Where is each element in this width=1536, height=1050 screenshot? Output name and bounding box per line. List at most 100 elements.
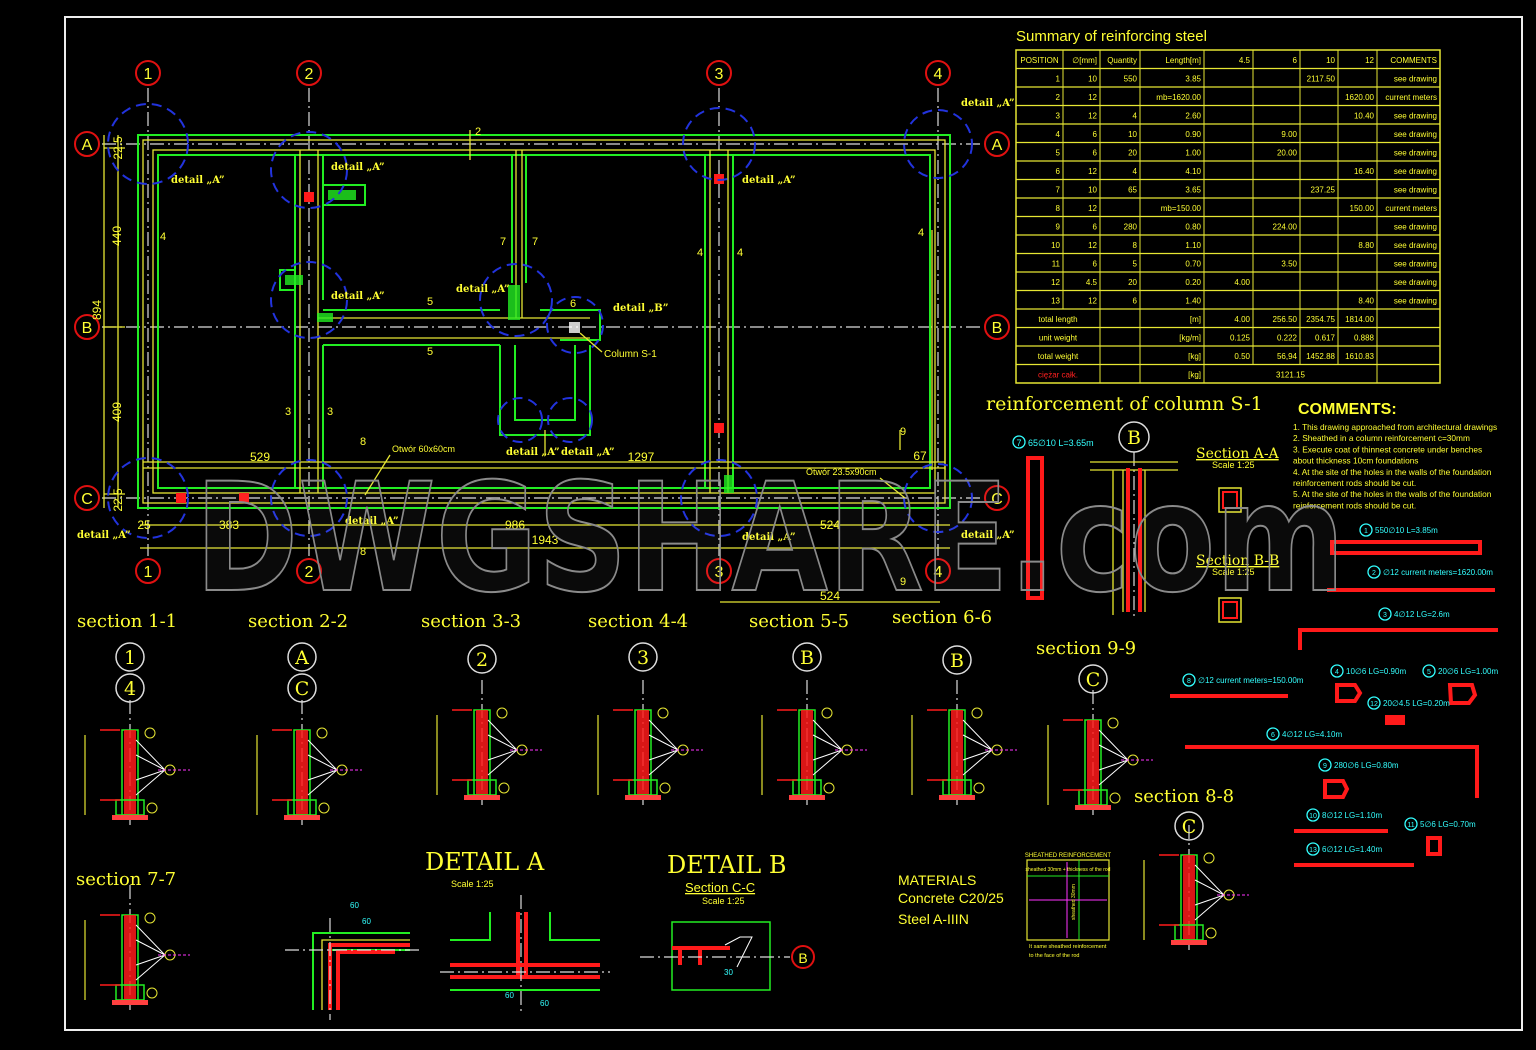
detail-labels: detail „A” detail „A” detail „A” detail … <box>77 98 1015 543</box>
section-title: section 3-3 <box>421 611 521 632</box>
table-cell: 3121.15 <box>1276 371 1305 380</box>
table-cell: see drawing <box>1394 112 1437 121</box>
table-cell: see drawing <box>1394 278 1437 287</box>
table-cell: [kg/m] <box>1179 334 1201 343</box>
section-title: section 6-6 <box>892 607 992 628</box>
table-cell: see drawing <box>1394 75 1437 84</box>
dimension-texts: 22.5 440 894 409 22.5 529 25 383 986 194… <box>90 136 927 603</box>
axis-bubble-3-bottom: 3 <box>706 558 732 584</box>
table-cell: [m] <box>1190 315 1201 324</box>
axis-bubble-4-top: 4 <box>925 60 951 86</box>
table-cell: 4 <box>1133 112 1138 121</box>
sheathed-side: sheathed 30mm <box>1071 884 1077 920</box>
table-cell: 1.10 <box>1185 241 1201 250</box>
table-cell: [kg] <box>1188 352 1201 361</box>
svg-text:A: A <box>992 137 1003 154</box>
svg-text:C: C <box>81 491 93 508</box>
table-cell: 9 <box>1056 223 1061 232</box>
bar-label: 10∅6 LG=0.90m <box>1346 667 1406 676</box>
table-cell: see drawing <box>1394 241 1437 250</box>
comment-line: 3. Execute coat of thinnest concrete und… <box>1293 444 1482 454</box>
table-cell: mb=1620.00 <box>1156 93 1201 102</box>
section-mark: 4 <box>918 227 924 239</box>
table-cell: 224.00 <box>1273 223 1298 232</box>
table-cell: 0.90 <box>1185 130 1201 139</box>
comment-line: 5. At the site of the holes in the walls… <box>1293 489 1492 499</box>
section-mark: 7 <box>500 236 506 248</box>
comment-line: reinforcement rods should be cut. <box>1293 500 1416 510</box>
bar-schedule <box>1170 540 1498 867</box>
table-cell: 4.5 <box>1086 278 1098 287</box>
watermark: DWGSHARE.com <box>195 452 1345 626</box>
table-cell: 8 <box>1133 241 1138 250</box>
table-cell: see drawing <box>1394 149 1437 158</box>
section-mark: 5 <box>427 296 433 308</box>
table-cell: 0.50 <box>1234 352 1250 361</box>
table-cell: 2 <box>1056 93 1061 102</box>
detail-label: detail „B” <box>613 303 669 314</box>
table-cell: 0.888 <box>1354 334 1375 343</box>
sheathed-top: sheathed 30mm + thickness of the rod <box>1026 867 1111 873</box>
table-cell: 12 <box>1365 56 1374 65</box>
bar-position-circle <box>1378 607 1392 621</box>
bar7-label: 65∅10 L=3.65m <box>1028 438 1094 448</box>
detail-a-drawing: 60 60 60 60 <box>285 895 610 1020</box>
materials-title: MATERIALS <box>898 872 976 888</box>
comment-line: reinforcement rods should be cut. <box>1293 478 1416 488</box>
axis-bubble-C-left: C <box>74 485 100 511</box>
axis-bubble-B-left: B <box>74 314 100 340</box>
section-title: section 4-4 <box>588 611 688 632</box>
dim-text: 60 <box>350 901 359 910</box>
section-bb-title: Section B-B <box>1196 553 1279 569</box>
detail-a-scale: Scale 1:25 <box>451 879 494 889</box>
table-cell: 12 <box>1051 278 1060 287</box>
comment-line: 1. This drawing approached from architec… <box>1293 422 1497 432</box>
section-axis-label: A <box>294 647 309 669</box>
table-cell: 10 <box>1326 56 1335 65</box>
detail-circles <box>107 103 973 539</box>
bar-label: 8∅12 LG=1.10m <box>1322 811 1382 820</box>
table-cell: 12 <box>1088 112 1097 121</box>
bar-position-circle <box>1359 523 1373 537</box>
table-cell: 12 <box>1088 167 1097 176</box>
dim-text: 67 <box>913 449 927 463</box>
comments-title: COMMENTS: <box>1298 401 1397 418</box>
bar-label: 280∅6 LG=0.80m <box>1334 761 1399 770</box>
table-cell: 0.617 <box>1315 334 1336 343</box>
detail-b-title: DETAIL B <box>667 851 786 879</box>
bar-label: 550∅10 L=3.85m <box>1375 526 1438 535</box>
section-mark: 5 <box>427 346 433 358</box>
section-axis-bubble <box>115 642 145 672</box>
svg-text:B: B <box>82 320 93 337</box>
section-6: section 6-6B <box>892 607 1018 806</box>
column-s1-marker <box>569 322 580 333</box>
table-cell: 8.80 <box>1358 241 1374 250</box>
dim-text: 1297 <box>628 450 655 464</box>
bar-label: 6∅12 LG=1.40m <box>1322 845 1382 854</box>
table-cell: 20 <box>1128 278 1137 287</box>
table-cell: unit weight <box>1039 334 1078 343</box>
section-axis-bubble <box>792 642 822 672</box>
table-cell: 256.50 <box>1273 315 1298 324</box>
section-3: section 3-32 <box>421 611 543 806</box>
table-cell: 0.222 <box>1277 334 1298 343</box>
table-cell: 20.00 <box>1277 149 1298 158</box>
detail-b-axis: B <box>798 950 807 966</box>
table-cell: current meters <box>1385 204 1437 213</box>
axis-bubble-1-top: 1 <box>135 60 161 86</box>
bar-position-circle <box>1422 664 1436 678</box>
table-cell: 0.80 <box>1185 223 1201 232</box>
table-cell: 6 <box>1293 56 1298 65</box>
table-cell: 6 <box>1056 167 1061 176</box>
section-1: section 1-114 <box>77 611 191 826</box>
svg-text:7: 7 <box>1016 438 1021 448</box>
dim-text: 25 <box>137 518 151 532</box>
section-axis-bubble <box>467 644 497 674</box>
section-mark: 6 <box>570 298 576 310</box>
section-axis-label: C <box>1086 669 1101 691</box>
section-mark: 8 <box>360 436 366 448</box>
table-cell: ∅[mm] <box>1072 56 1097 65</box>
table-cell: 3.50 <box>1281 260 1297 269</box>
